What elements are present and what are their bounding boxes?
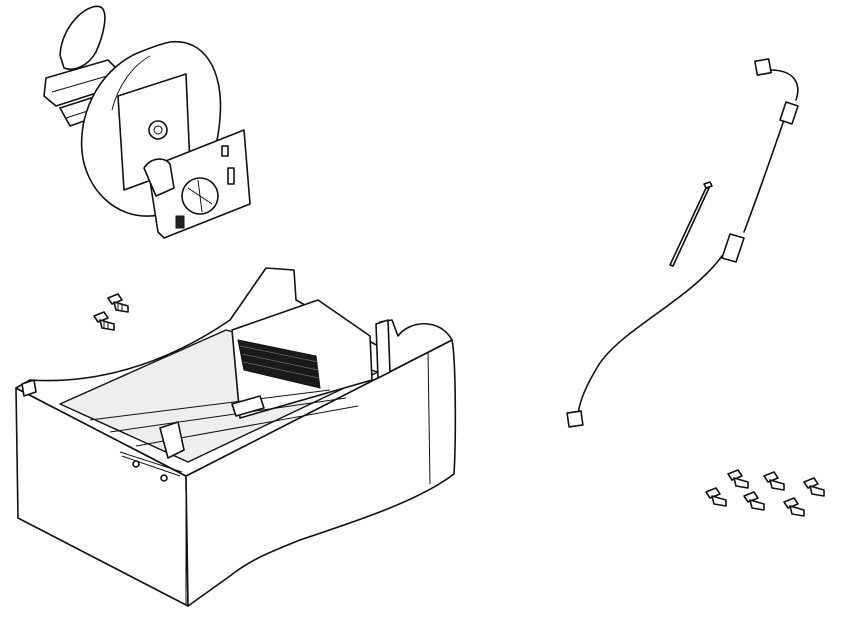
media-spindle-assembly (43, 5, 251, 239)
screw (763, 471, 785, 491)
base-cabinet (15, 267, 457, 607)
screw (107, 293, 129, 313)
mounting-screws-set (705, 469, 825, 517)
screw (783, 497, 805, 517)
mounting-screws-pair (93, 293, 129, 331)
interface-cable (566, 58, 799, 428)
ferrite-core (779, 101, 799, 125)
screw (803, 477, 825, 497)
connector (754, 58, 772, 76)
screw (93, 311, 115, 331)
cable-tie (669, 181, 713, 267)
screw (743, 491, 765, 511)
connector (566, 410, 584, 428)
screw (727, 469, 749, 489)
screw (705, 487, 727, 507)
ferrite-core (721, 233, 745, 263)
